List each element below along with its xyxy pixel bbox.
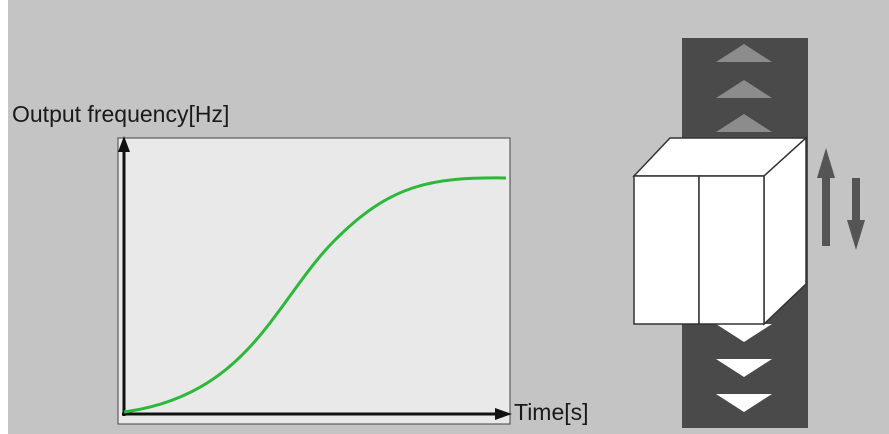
frequency-curve bbox=[123, 176, 507, 414]
triangle-down-icon bbox=[716, 324, 772, 342]
arrow-up-icon bbox=[817, 148, 835, 246]
arrow-down-icon bbox=[847, 178, 865, 250]
triangle-down-icon bbox=[716, 394, 772, 412]
triangle-up-icon bbox=[716, 80, 772, 98]
triangle-down-icon bbox=[716, 359, 772, 377]
triangle-up-icon bbox=[716, 44, 772, 62]
y-axis-arrowhead bbox=[118, 136, 130, 152]
y-axis-label: Output frequency[Hz] bbox=[12, 101, 229, 127]
car-door-right bbox=[698, 175, 765, 325]
car-door-left bbox=[633, 175, 700, 325]
plot-area bbox=[117, 137, 511, 425]
x-axis-label: Time[s] bbox=[514, 399, 589, 425]
triangle-up-icon bbox=[716, 114, 772, 132]
frequency-plot: Output frequency[Hz] Time[s] bbox=[12, 101, 589, 425]
x-axis-arrowhead bbox=[495, 408, 512, 420]
elevator-illustration bbox=[632, 38, 865, 428]
elevator-car bbox=[632, 136, 808, 326]
